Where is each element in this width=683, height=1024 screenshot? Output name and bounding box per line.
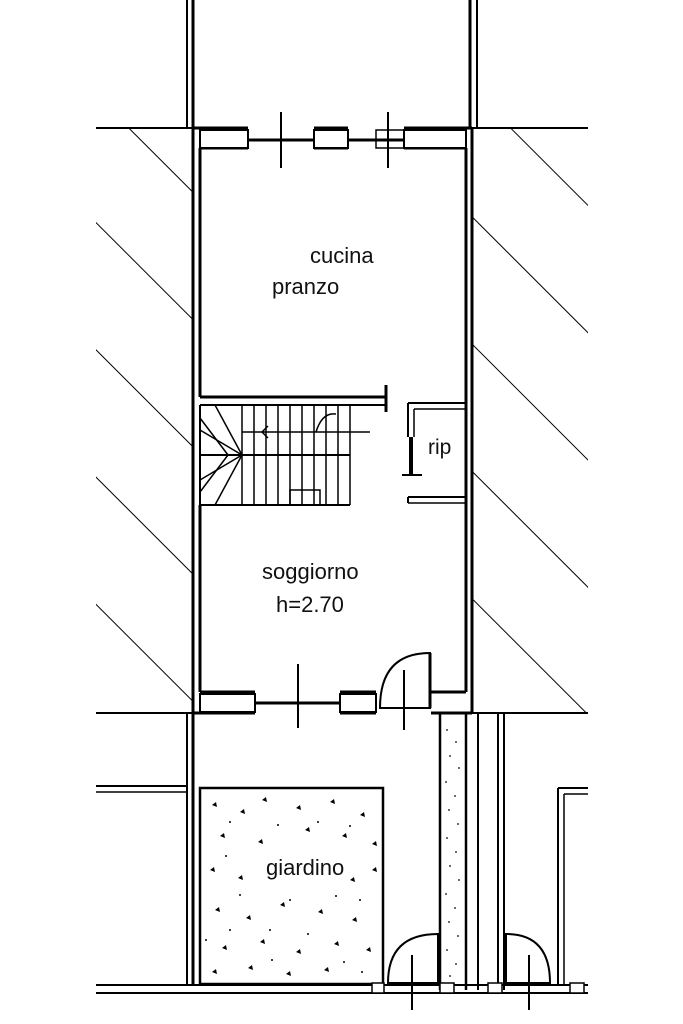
garden-speckle [205, 797, 377, 976]
hatch-left [96, 128, 192, 713]
room-label-living: soggiorno [262, 559, 359, 584]
staircase [199, 404, 370, 506]
storage-closet [402, 402, 466, 504]
house-walls [191, 126, 474, 715]
top-windows [199, 112, 467, 168]
dotted-strip [445, 729, 460, 977]
room-label-garden: giardino [264, 855, 347, 880]
kitchen-divider [200, 385, 388, 412]
garden-doors [371, 932, 585, 1010]
hatch-right [472, 128, 588, 713]
upper-walls [186, 0, 478, 128]
garden-walls [96, 713, 588, 994]
room-label-dining: pranzo [272, 274, 340, 299]
bottom-openings [199, 651, 432, 730]
room-label-kitchen: cucina [310, 243, 374, 268]
room-height-label: h=2.70 [276, 592, 344, 617]
room-label-storage: rip [428, 436, 452, 459]
